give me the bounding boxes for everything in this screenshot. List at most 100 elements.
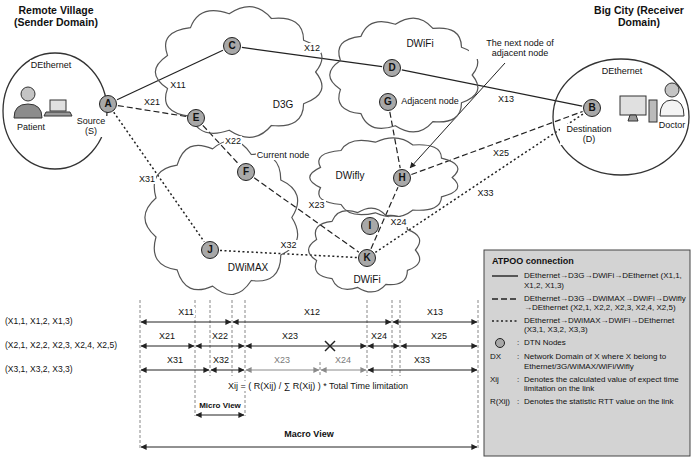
link-label: X24 (389, 217, 407, 227)
monitor-stand (628, 115, 638, 121)
node-letter: G (380, 94, 396, 110)
dtn-node: E (187, 109, 205, 127)
cloud-border (155, 7, 322, 138)
guide-line (367, 300, 368, 376)
annotation: X24 (334, 355, 352, 365)
legend-text: DEthernet→DWiMAX→DWiFi→DEthernet (X3,1, … (524, 316, 688, 334)
time-segment (196, 346, 244, 347)
guide-line (400, 300, 401, 376)
annotation: (X3,1, X3,2, X3,3) (4, 365, 74, 375)
legend-note: ATPOO connection (492, 256, 574, 266)
time-segment (401, 346, 477, 347)
link-line (411, 111, 582, 174)
guide-line (140, 300, 141, 450)
node-label: DWiFi (352, 274, 381, 286)
guide-lines (140, 300, 478, 450)
node-letter: B (584, 100, 600, 116)
computer-icon (620, 96, 657, 122)
legend-text: DEthernet→D3G→DWiMAX→DWiFi→DWifly→DEther… (524, 294, 688, 312)
time-segment-grey (246, 370, 319, 371)
line-sample (492, 276, 518, 277)
node-letter: K (359, 250, 375, 266)
line-sample (492, 298, 518, 299)
legend-sample (490, 316, 520, 326)
guide-line (320, 362, 321, 376)
dtn-node: H (393, 169, 411, 187)
cloud-outline (150, 2, 330, 142)
legend-text: DEthernet→D3G→DWiFi→DEthernet (X1,1, X1,… (524, 271, 688, 289)
legend-sample (490, 338, 520, 348)
patient-body (14, 104, 42, 118)
guide-line (245, 300, 246, 416)
doctor-coat (660, 100, 684, 116)
link-line (254, 178, 359, 252)
dtn-node: F (237, 163, 255, 181)
cloud-border (309, 208, 420, 292)
cross-mark (325, 341, 335, 351)
time-segment (211, 370, 244, 371)
link-line (117, 50, 223, 100)
dtn-node: G (379, 93, 397, 111)
ellipse-border (553, 59, 689, 175)
laptop-icon (44, 100, 72, 116)
guide-line (392, 300, 393, 376)
node-letter: D (384, 60, 400, 76)
cloud-outline (305, 135, 465, 220)
node-label: Destination (D) (560, 124, 618, 145)
link-label: X32 (279, 240, 297, 250)
node-label: DWifly (335, 170, 366, 182)
legend-note: Denotes the statistic RTT value on the l… (524, 397, 688, 406)
legend-sample (490, 271, 520, 281)
node-label: Doctor (658, 120, 687, 130)
node-letter: C (224, 38, 240, 54)
patient-icon (14, 87, 42, 118)
link-label: X12 (303, 43, 321, 53)
ellipse-border (3, 53, 107, 169)
network-cloud: D3GCE (150, 2, 330, 142)
domain-ellipse: Remote Village (Sender Domain)DEthernetP… (2, 52, 108, 170)
node-letter: A (100, 96, 116, 112)
network-cloud: DWiFiD G (325, 14, 485, 136)
annotation: (X1,1, X1,2, X1,3) (4, 317, 74, 327)
patient-head (21, 87, 35, 101)
node-letter: F (238, 164, 254, 180)
node-label: DWiFi (405, 38, 434, 50)
dtn-node: A (99, 95, 117, 113)
legend-note: : (517, 352, 519, 361)
micro-view-span (196, 415, 244, 416)
annotation: X13 (426, 307, 444, 317)
line-sample (492, 320, 518, 321)
dtn-node: I (361, 217, 379, 235)
dtn-node: B (583, 99, 601, 117)
annotation: Current node (256, 150, 311, 160)
time-segment (393, 322, 477, 323)
node-letter: J (202, 242, 218, 258)
cloud-border (310, 138, 458, 217)
link-label: X31 (138, 174, 156, 184)
annotation: X24 (370, 331, 388, 341)
cloud-border (145, 141, 298, 295)
node-sample (496, 339, 505, 348)
legend-note: R(Xij) (490, 397, 510, 406)
annotation: Macro View (283, 429, 334, 439)
annotation: Micro View (198, 401, 242, 410)
link-line (375, 114, 583, 253)
legend-text: DTN Nodes (524, 338, 688, 347)
annotation: Adjacent node (400, 96, 460, 106)
annotation: X21 (158, 331, 176, 341)
link-label: X22 (224, 136, 242, 146)
legend-note: Xij (490, 375, 499, 384)
time-segment (368, 370, 477, 371)
legend-note: DX (490, 352, 501, 361)
dtn-node: C (223, 37, 241, 55)
node-label: DEthernet (30, 60, 73, 70)
guide-line (232, 300, 233, 376)
node-label: Patient (16, 122, 46, 132)
network-cloud: DWifly H (305, 135, 465, 220)
time-segment (368, 346, 399, 347)
cross-stroke (325, 341, 335, 351)
node-letter: I (362, 218, 378, 234)
cloud-outline (325, 14, 485, 136)
annotation: X31 (166, 355, 184, 365)
cross-stroke (325, 341, 335, 351)
